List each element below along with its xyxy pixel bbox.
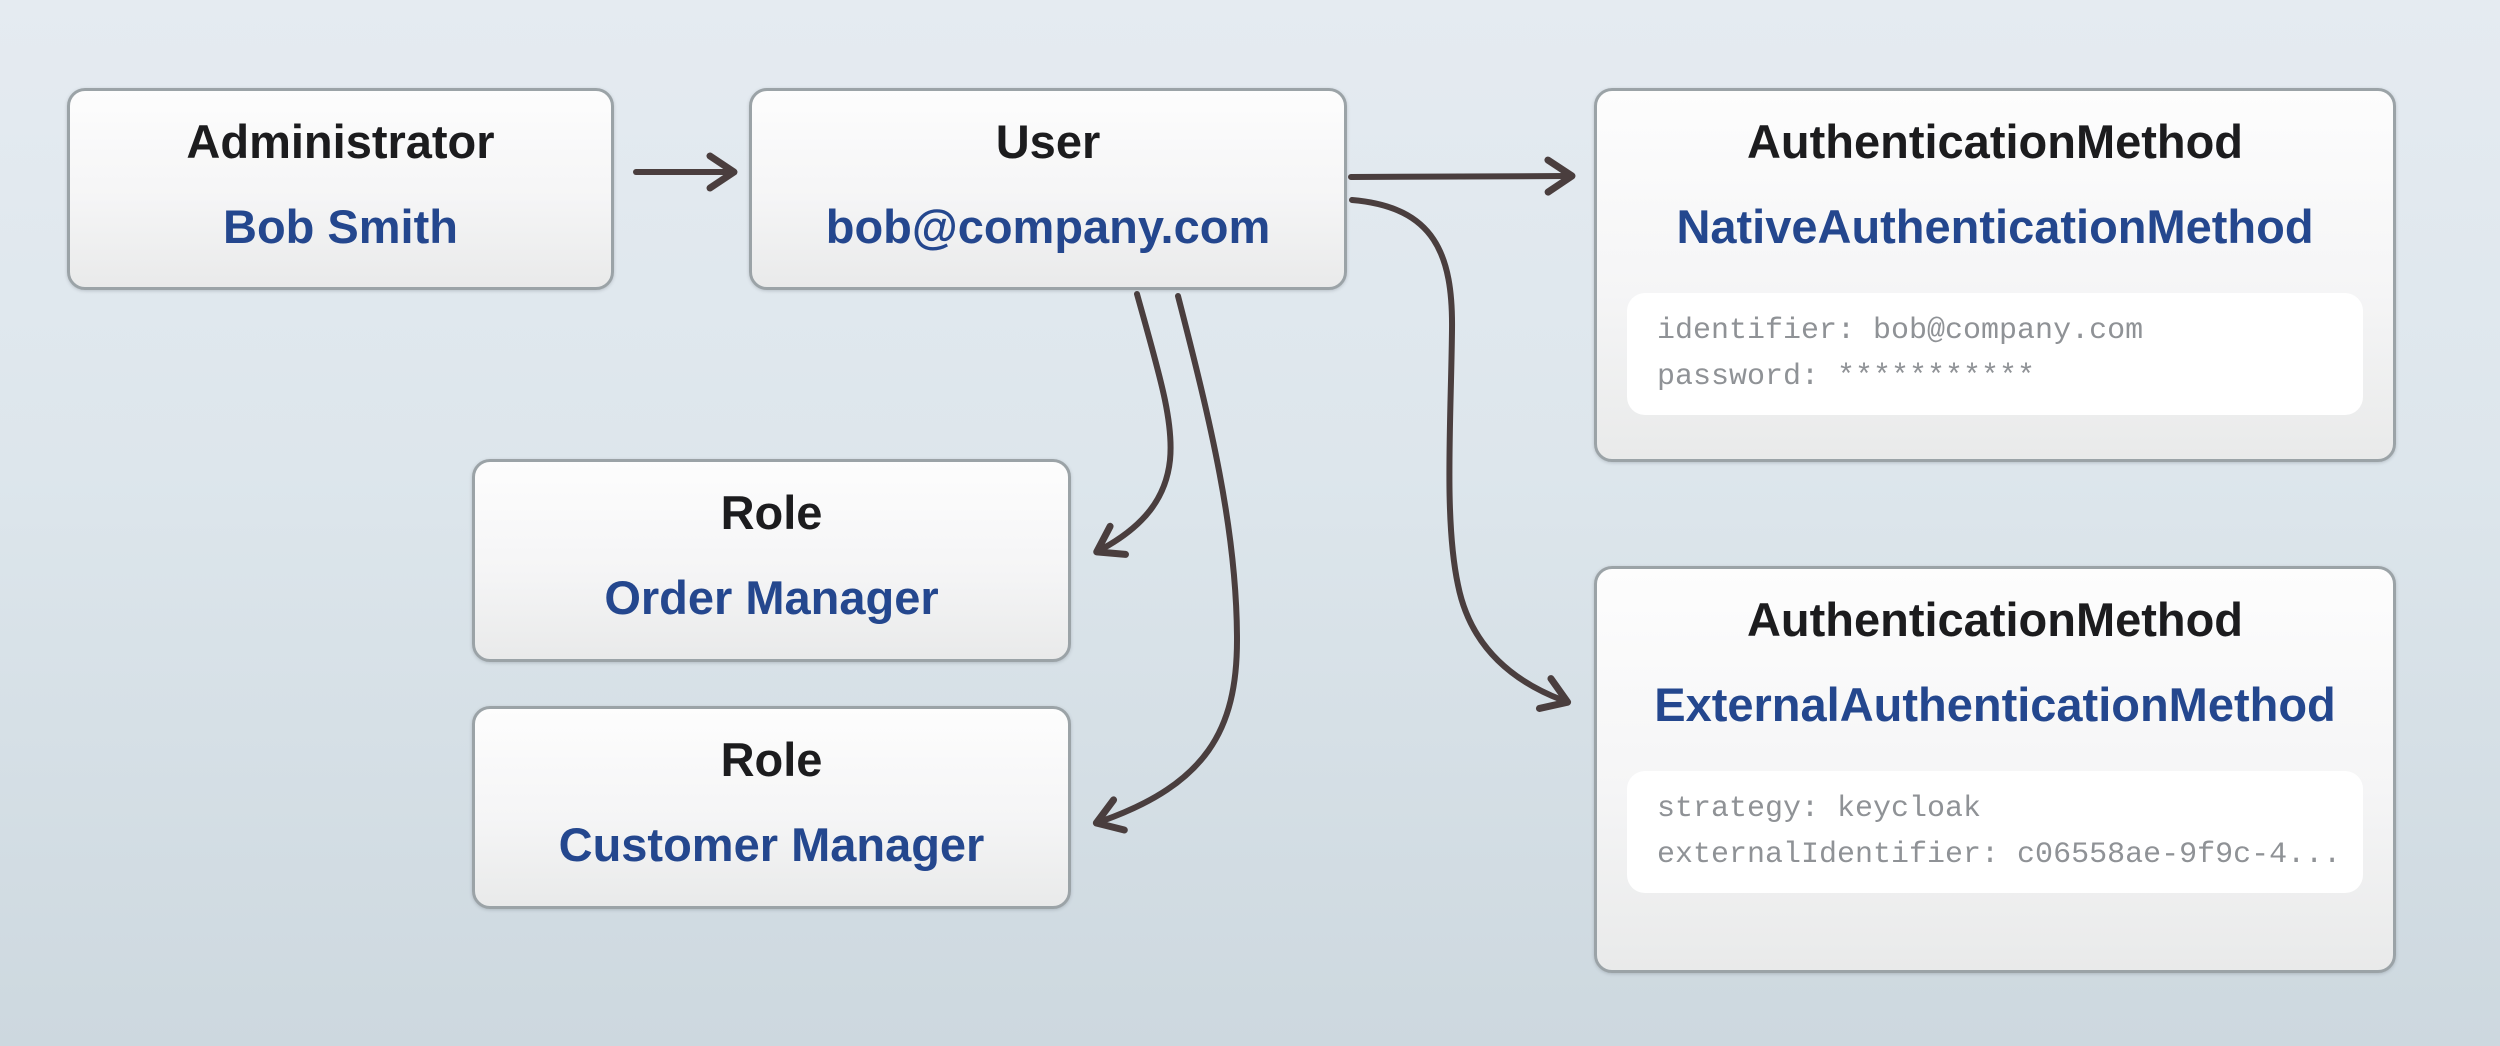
node-instance-label: bob@company.com bbox=[825, 200, 1271, 253]
arrow-user-to-external-auth-method bbox=[1349, 197, 1572, 712]
attribute-strategy: strategy: keycloak bbox=[1657, 792, 1982, 826]
node-instance-label: ExternalAuthenticationMethod bbox=[1654, 678, 2336, 731]
attribute-external-identifier: externalIdentifier: c06558ae-9f9c-4... bbox=[1657, 838, 2342, 872]
node-instance-label: Order Manager bbox=[604, 571, 939, 624]
node-instance-label: Customer Manager bbox=[558, 818, 985, 871]
node-instance-label: NativeAuthenticationMethod bbox=[1676, 200, 2314, 253]
node-type-label: AuthenticationMethod bbox=[1746, 593, 2244, 646]
node-external-authentication-method: AuthenticationMethod ExternalAuthenticat… bbox=[1594, 566, 2396, 973]
node-role-customer-manager: Role Customer Manager bbox=[472, 706, 1071, 909]
node-type-label: Role bbox=[720, 486, 823, 539]
attributes-panel: strategy: keycloak externalIdentifier: c… bbox=[1627, 771, 2363, 893]
node-native-authentication-method: AuthenticationMethod NativeAuthenticatio… bbox=[1594, 88, 2396, 462]
arrow-user-to-role-order-manager bbox=[1093, 291, 1174, 558]
node-instance-label: Bob Smith bbox=[223, 200, 458, 253]
node-type-label: Role bbox=[720, 733, 823, 786]
attribute-identifier: identifier: bob@company.com bbox=[1657, 314, 2144, 348]
arrow-user-to-native-auth-method bbox=[1348, 156, 1576, 196]
node-type-label: AuthenticationMethod bbox=[1746, 115, 2244, 168]
node-type-label: Administrator bbox=[186, 115, 495, 168]
node-user: User bob@company.com bbox=[749, 88, 1347, 290]
node-administrator: Administrator Bob Smith bbox=[67, 88, 614, 290]
node-type-label: User bbox=[995, 115, 1101, 168]
arrow-user-to-role-customer-manager bbox=[1092, 293, 1241, 834]
attributes-panel: identifier: bob@company.com password: **… bbox=[1627, 293, 2363, 415]
node-role-order-manager: Role Order Manager bbox=[472, 459, 1071, 662]
attribute-password: password: *********** bbox=[1657, 360, 2036, 394]
